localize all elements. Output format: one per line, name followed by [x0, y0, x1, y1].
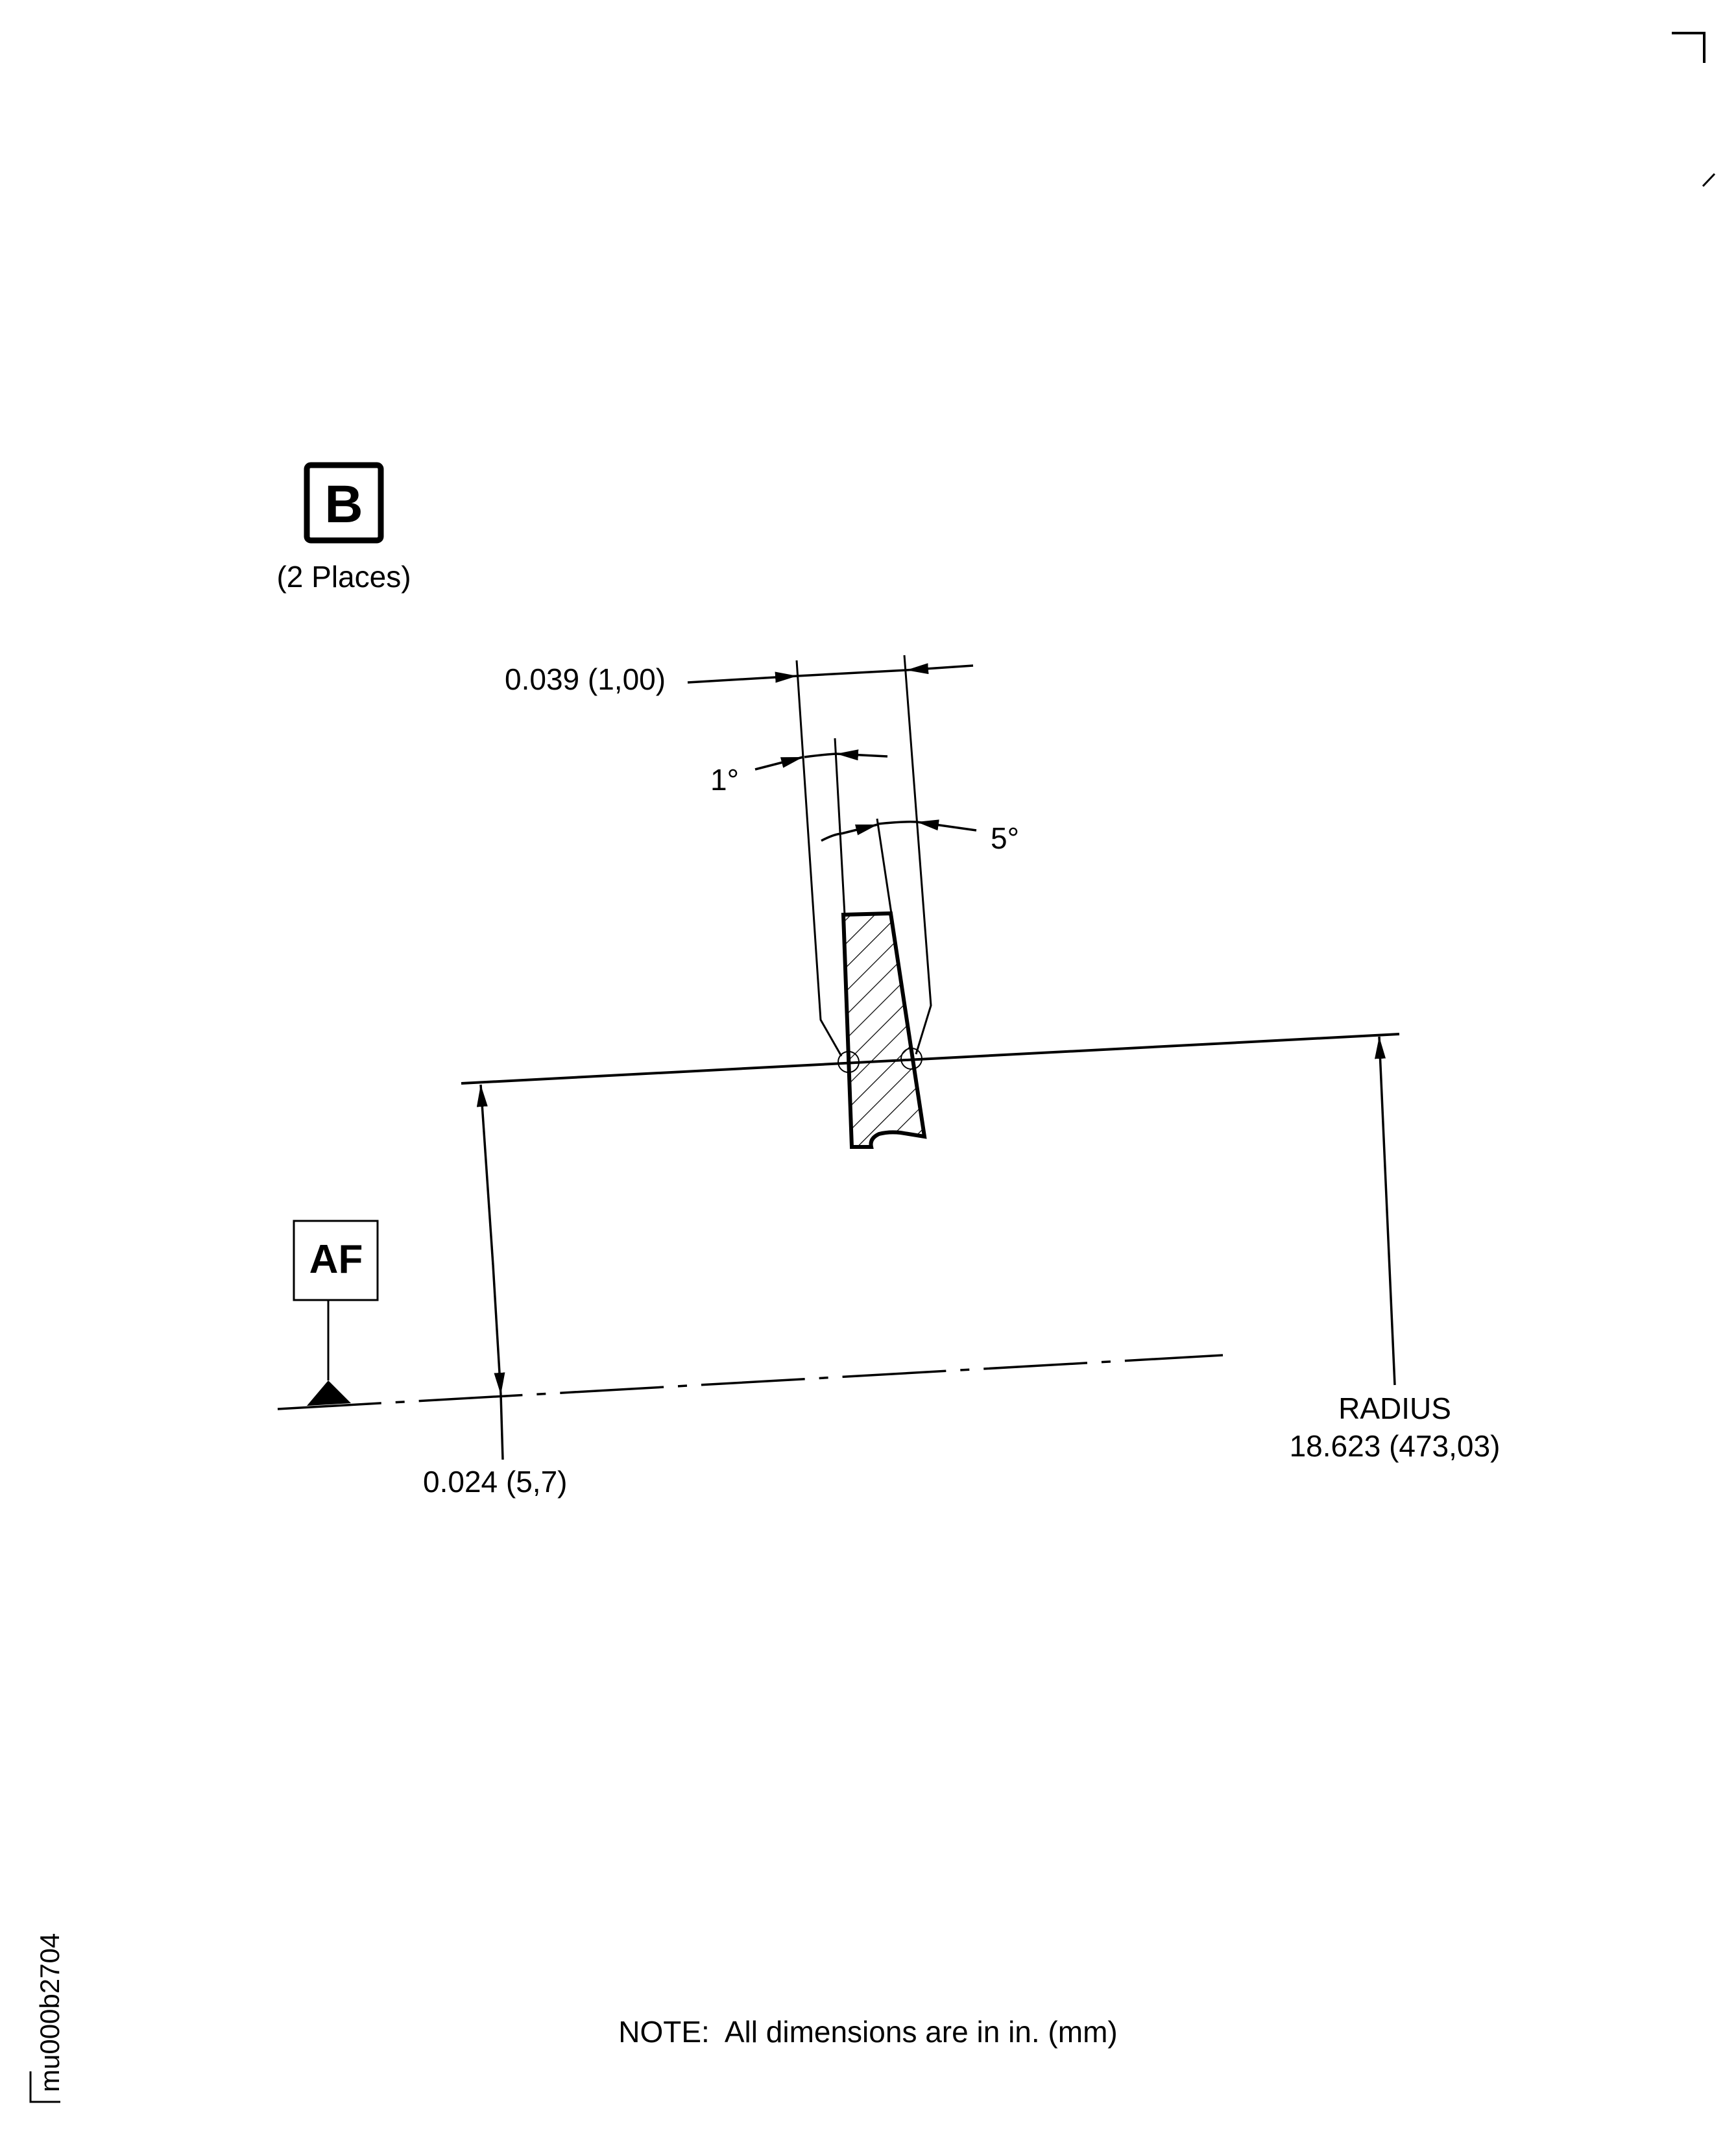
offset-dimension-text: 0.024 (5,7) — [423, 1465, 567, 1499]
angle-outer-arc-left — [821, 832, 842, 842]
angle-inner-leader-right — [836, 749, 888, 761]
offset-extension — [500, 1394, 504, 1460]
offset-arrow-down — [492, 1264, 505, 1395]
hatched-part-section — [841, 911, 927, 1149]
left-extension-line — [795, 660, 843, 1057]
view-label-text: B — [324, 475, 363, 534]
radius-arrow-line — [1375, 1036, 1396, 1386]
angle-outer-text: 5° — [991, 821, 1019, 855]
inner-reference-line-2 — [876, 818, 893, 914]
datum-triangle-icon — [307, 1380, 351, 1406]
view-note-text: (2 Places) — [276, 560, 411, 594]
angle-outer-arc-mid — [878, 821, 917, 825]
datum-centerline — [277, 1354, 1224, 1410]
width-dimension-text: 0.039 (1,00) — [505, 662, 666, 696]
figure-id-text: mu000b2704 — [34, 1933, 65, 2092]
angle-outer-leader-left — [841, 823, 878, 836]
figure-id: mu000b2704 — [29, 1933, 65, 2103]
datum-af-symbol: AF — [293, 1220, 379, 1406]
angle-outer-leader-right — [916, 819, 977, 832]
angle-inner-leader-left — [754, 756, 804, 771]
view-label-box: B — [304, 462, 384, 544]
datum-label-text: AF — [309, 1237, 363, 1282]
angle-inner-arc — [804, 753, 837, 758]
corner-mark-icon — [1672, 32, 1716, 187]
angle-inner-text: 1° — [710, 763, 739, 797]
radius-value-text: 18.623 (473,03) — [1290, 1429, 1501, 1463]
note-text: NOTE: All dimensions are in in. (mm) — [618, 2015, 1117, 2049]
inner-reference-line-1 — [834, 738, 846, 915]
width-dimension-line-left — [687, 671, 798, 684]
width-dimension-line-right — [906, 663, 974, 675]
right-extension-line — [903, 655, 932, 1055]
surface-line — [461, 1033, 1400, 1085]
offset-arrow-up — [476, 1084, 494, 1266]
radius-label-text: RADIUS — [1338, 1392, 1451, 1425]
width-dimension-line-mid — [797, 669, 907, 677]
